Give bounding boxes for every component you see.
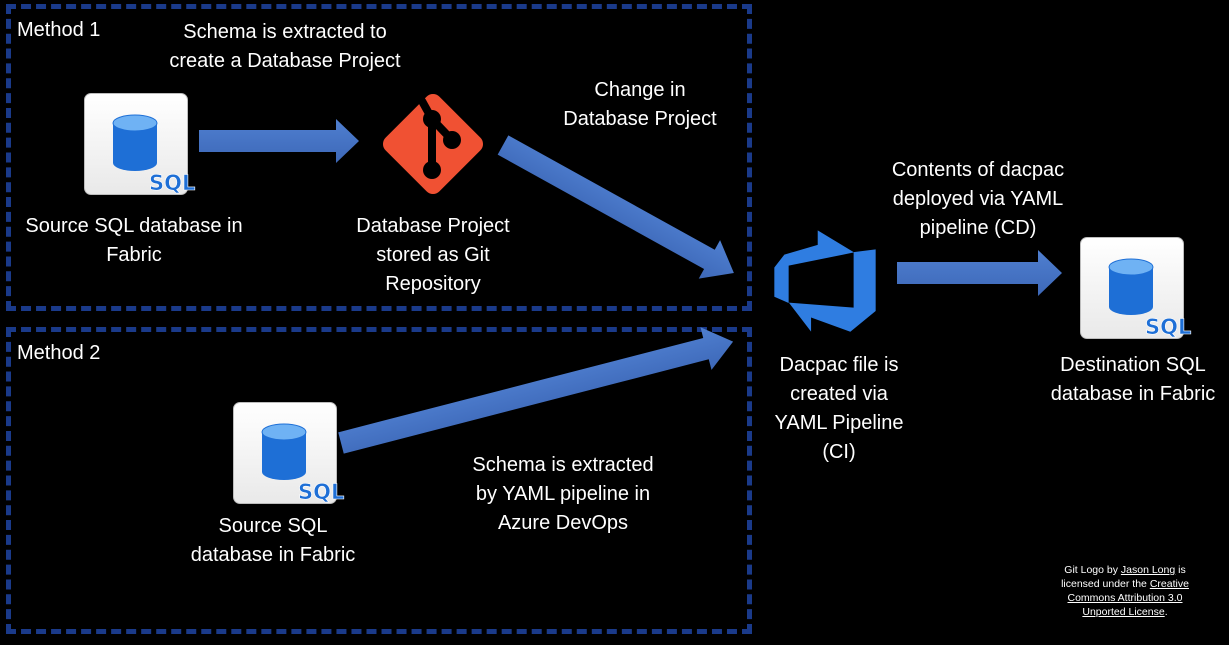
attribution-line-4: Unported License. — [1040, 605, 1210, 619]
jason-long-link[interactable]: Jason Long — [1120, 564, 1176, 576]
attribution-text: Git Logo by Jason Long is licensed under… — [1040, 563, 1210, 619]
database-cylinder-icon — [261, 423, 307, 480]
method1-extract-label: Schema is extracted to create a Database… — [150, 18, 420, 76]
attribution-text-2a: licensed under the — [1061, 578, 1150, 590]
method1-source-label: Source SQL database in Fabric — [16, 212, 252, 270]
attribution-text-1b: is — [1175, 564, 1186, 576]
cd-line-1: Contents of dacpac — [891, 159, 1065, 181]
method2-extract-label: Schema is extracted by YAML pipeline in … — [455, 451, 671, 538]
arrow-method2-to-dacpac — [338, 327, 734, 454]
destination-sql-database-icon: SQL — [1080, 237, 1192, 339]
method1-title: Method 1 — [17, 19, 101, 41]
project-line-3: Repository — [385, 273, 481, 295]
ci-line-4: (CI) — [822, 441, 856, 463]
sql-icon-text: SQL — [149, 171, 196, 195]
project-line-2: stored as Git — [376, 244, 490, 266]
destination-label: Destination SQL database in Fabric — [1038, 351, 1228, 409]
change-line-2: Database Project — [563, 108, 717, 130]
attribution-line-3: Commons Attribution 3.0 — [1040, 591, 1210, 605]
method2-source-label: Source SQL database in Fabric — [173, 512, 373, 570]
ci-line-2: created via — [790, 383, 888, 405]
attribution-line-2: licensed under the Creative — [1040, 577, 1210, 591]
project-line-1: Database Project — [356, 215, 510, 237]
attribution-line-1: Git Logo by Jason Long is — [1040, 563, 1210, 577]
sql-icon-text: SQL — [298, 480, 345, 504]
method2-title: Method 2 — [17, 342, 101, 364]
method1-extract-line-1: Schema is extracted to — [183, 21, 387, 43]
destination-line-1: Destination SQL — [1060, 354, 1206, 376]
cd-line-2: deployed via YAML — [892, 188, 1064, 210]
database-cylinder-icon — [112, 114, 158, 171]
ci-line-3: YAML Pipeline — [774, 412, 904, 434]
attribution-text-1a: Git Logo by — [1064, 564, 1121, 576]
method2-extract-line-2: by YAML pipeline in — [475, 483, 651, 505]
license-link-part-2[interactable]: Commons Attribution 3.0 — [1067, 592, 1183, 604]
license-link-part-1[interactable]: Creative — [1149, 578, 1189, 590]
method2-source-line-2: database in Fabric — [190, 544, 356, 566]
arrow-git-to-dacpac — [497, 135, 734, 279]
method1-extract-line-2: create a Database Project — [169, 50, 401, 72]
cd-label: Contents of dacpac deployed via YAML pip… — [873, 156, 1083, 243]
database-cylinder-icon — [1108, 258, 1154, 315]
git-repository-label: Database Project stored as Git Repositor… — [330, 212, 536, 299]
destination-line-2: database in Fabric — [1050, 383, 1216, 405]
method2-extract-line-1: Schema is extracted — [472, 454, 654, 476]
method2-source-sql-database-icon: SQL — [233, 402, 345, 504]
arrow-dacpac-to-destination — [897, 250, 1062, 296]
ci-line-1: Dacpac file is — [779, 354, 899, 376]
attribution-text-4b: . — [1164, 606, 1168, 618]
git-logo-icon — [382, 93, 484, 195]
method1-container — [6, 4, 752, 311]
method1-source-line-2: Fabric — [106, 244, 162, 266]
change-line-1: Change in — [594, 79, 686, 101]
method1-source-line-1: Source SQL database in — [25, 215, 243, 237]
azure-devops-icon — [774, 230, 876, 332]
license-link-part-3[interactable]: Unported License — [1082, 606, 1165, 618]
sql-icon-text: SQL — [1145, 315, 1192, 339]
dacpac-ci-label: Dacpac file is created via YAML Pipeline… — [756, 351, 922, 467]
method2-extract-line-3: Azure DevOps — [497, 512, 629, 534]
source-sql-database-icon: SQL — [84, 93, 196, 195]
arrow-source-to-git — [199, 119, 359, 163]
method2-source-line-1: Source SQL — [218, 515, 328, 537]
method2-container — [6, 327, 752, 634]
cd-line-3: pipeline (CD) — [919, 217, 1037, 239]
change-label: Change in Database Project — [545, 76, 735, 134]
